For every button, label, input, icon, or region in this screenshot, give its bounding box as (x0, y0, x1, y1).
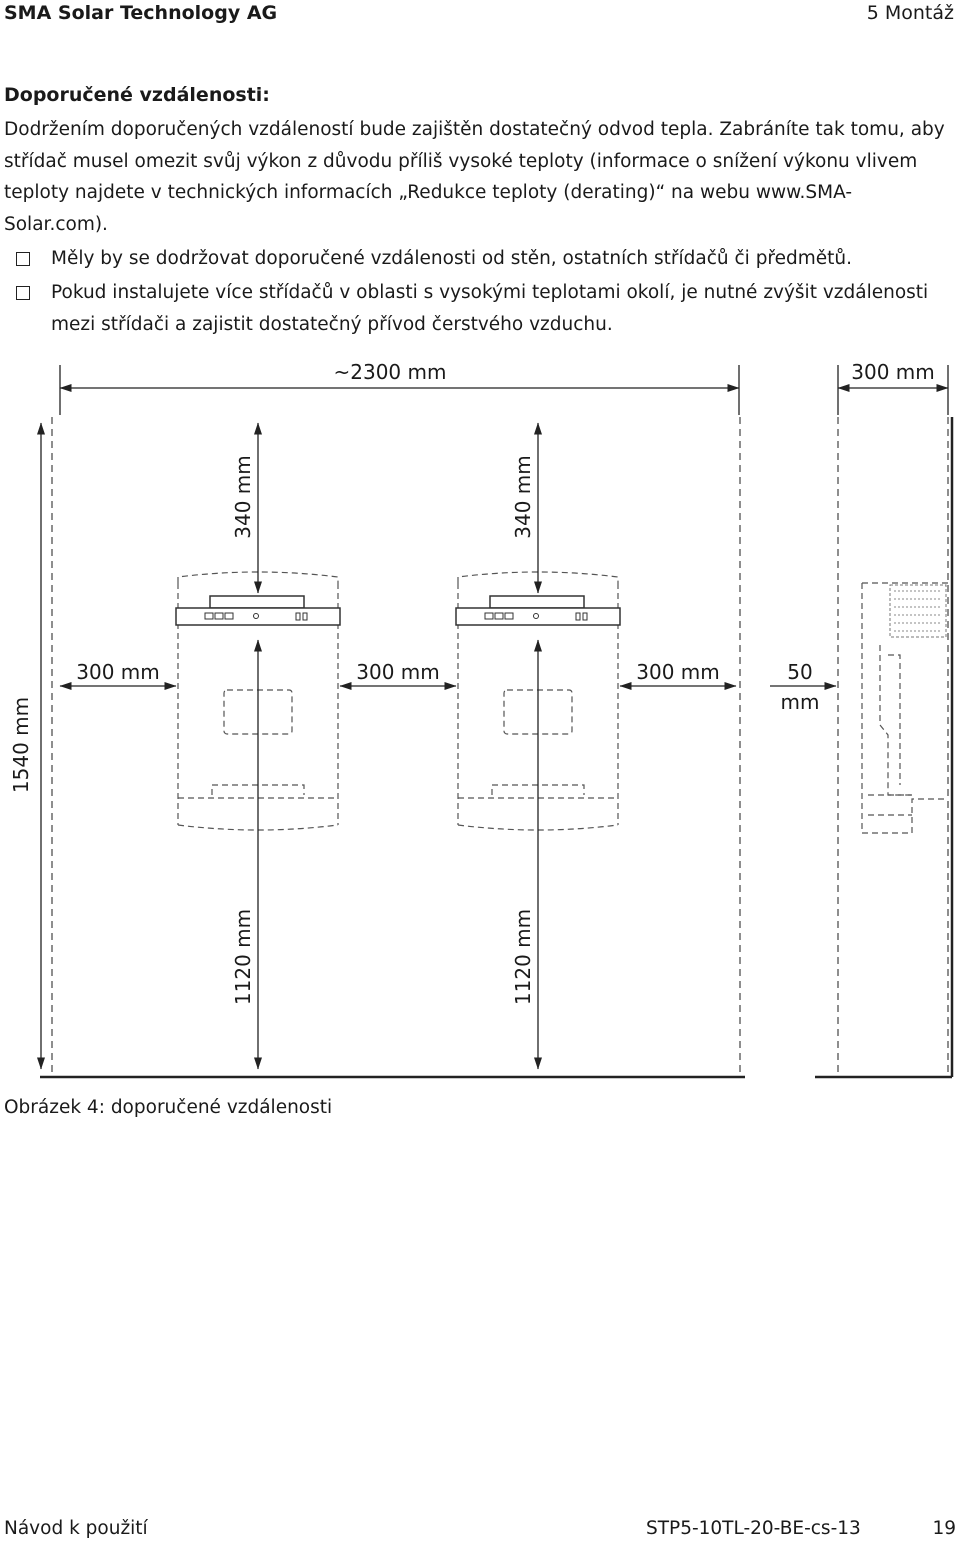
clearance-diagram: ~2300 mm 300 mm 1540 mm (9, 360, 954, 1079)
gap-dimension-3: 300 mm (619, 660, 737, 690)
header-company: SMA Solar Technology AG (4, 2, 278, 24)
checkbox-icon (16, 252, 30, 266)
header-chapter: 5 Montáž (866, 2, 954, 24)
height-label: 1540 mm (9, 697, 33, 793)
footer-doc-type: Návod k použití (4, 1518, 148, 1539)
height-dimension: 1540 mm (9, 422, 45, 1070)
bullet-text: Pokud instalujete více střídačů v oblast… (51, 282, 929, 335)
wall-gap-dimension: 50 mm (770, 660, 837, 714)
top-clearance-2-label: 340 mm (511, 455, 535, 539)
top-clearance-2: 340 mm (511, 422, 542, 594)
gap-3-label: 300 mm (636, 660, 720, 684)
gap-dimension-2: 300 mm (339, 660, 457, 690)
top-clearance-1-label: 340 mm (231, 455, 255, 539)
bullet-item: Pokud instalujete více střídačů v oblast… (16, 277, 946, 341)
total-width-label: ~2300 mm (334, 360, 447, 384)
bottom-clearance-2: 1120 mm (511, 639, 542, 1070)
section-paragraph: Dodržením doporučených vzdáleností bude … (4, 119, 945, 235)
inverter-side-view (861, 582, 948, 834)
footer-doc-code: STP5-10TL-20-BE-cs-13 (646, 1518, 861, 1539)
footer-page-number: 19 (932, 1518, 956, 1539)
wall-gap-unit: mm (781, 690, 820, 714)
bottom-clearance-1-label: 1120 mm (231, 909, 255, 1005)
bullet-text: Měly by se dodržovat doporučené vzdáleno… (51, 248, 853, 269)
gap-2-label: 300 mm (356, 660, 440, 684)
bullet-item: Měly by se dodržovat doporučené vzdáleno… (16, 243, 946, 275)
gap-1-label: 300 mm (76, 660, 160, 684)
top-clearance-1: 340 mm (231, 422, 262, 594)
checkbox-icon (16, 286, 30, 300)
inverter-2 (455, 571, 621, 831)
figure-caption: Obrázek 4: doporučené vzdálenosti (4, 1097, 333, 1118)
wall-gap-value: 50 (787, 660, 812, 684)
bottom-clearance-2-label: 1120 mm (511, 909, 535, 1005)
gap-dimension-1: 300 mm (59, 660, 177, 690)
bottom-clearance-1: 1120 mm (231, 639, 262, 1070)
side-clearance-label: 300 mm (851, 360, 935, 384)
side-clearance-dimension: 300 mm (837, 360, 949, 415)
total-width-dimension: ~2300 mm (59, 360, 740, 415)
section-title: Doporučené vzdálenosti: (4, 84, 270, 106)
wall-outline (40, 417, 954, 1079)
